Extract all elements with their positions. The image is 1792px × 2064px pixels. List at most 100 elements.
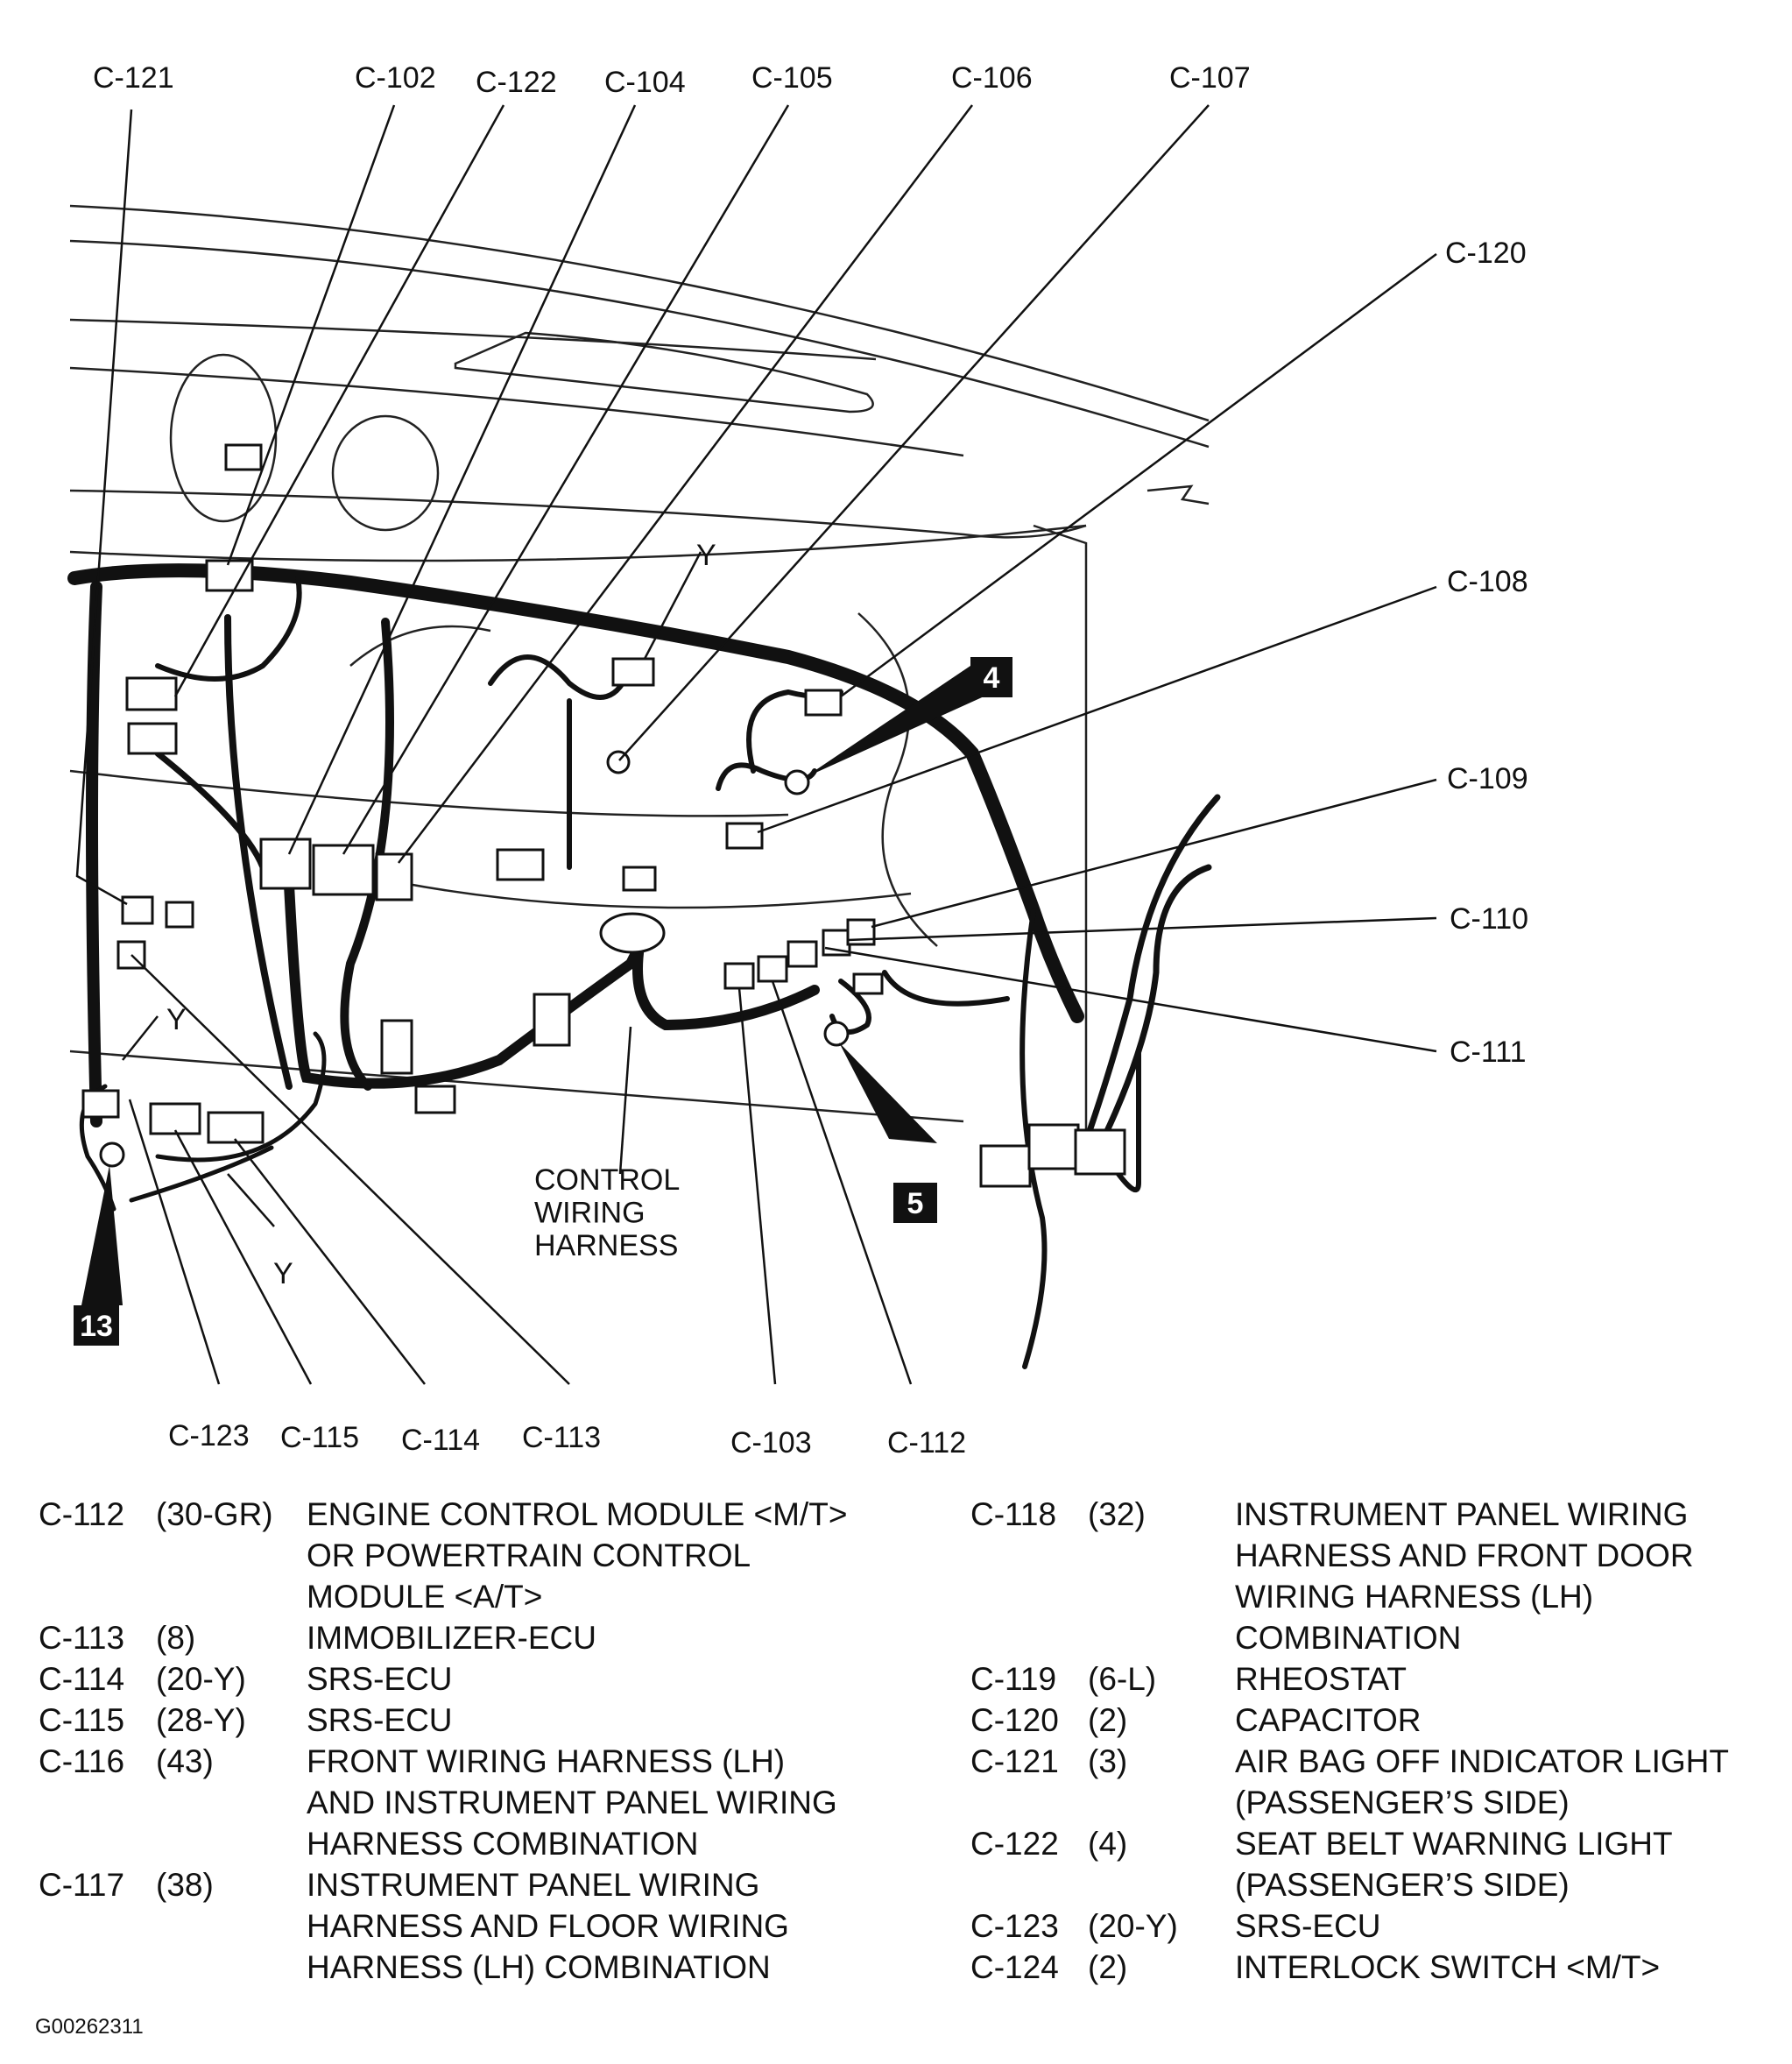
- connector-c-123: [81, 1089, 120, 1119]
- connector-c-118: [1074, 1128, 1126, 1176]
- ground-badge-4: [970, 657, 1012, 697]
- ground-badge-4-label: 4: [984, 661, 1000, 695]
- legend-pin-count: (20-Y): [1088, 1908, 1178, 1944]
- callout-c-114: C-114: [401, 1424, 480, 1457]
- legend-row: C-122 (4) SEAT BELT WARNING LIGHT (PASSENG…: [970, 1823, 1776, 1905]
- connector-c-103: [723, 962, 755, 990]
- legend-row: C-115 (28-Y) SRS-ECU: [39, 1700, 906, 1741]
- connector-c-102: [205, 559, 254, 592]
- ground-bolt-13: [99, 1142, 125, 1168]
- legend-connector-code: C-117: [39, 1867, 125, 1903]
- connector-body-8: [414, 1085, 456, 1114]
- callout-c-113: C-113: [522, 1421, 601, 1454]
- legend-connector-code: C-114: [39, 1661, 125, 1697]
- callout-c-120: C-120: [1445, 237, 1527, 270]
- legend-row: C-119(6-L)RHEOSTAT: [970, 1658, 1776, 1700]
- connector-c-117: [1027, 1123, 1080, 1170]
- legend-row: C-121 (3) AIR BAG OFF INDICATOR LIGHT (PAS…: [970, 1741, 1776, 1823]
- callout-c-123: C-123: [168, 1419, 250, 1453]
- figure-id: G00262311: [35, 2015, 144, 2039]
- pointer-13: [81, 1165, 123, 1305]
- callout-c-104: C-104: [604, 66, 686, 99]
- legend-row: C-120 (2) CAPACITOR: [970, 1700, 1776, 1741]
- callout-c-108: C-108: [1447, 565, 1528, 598]
- legend-pin-count: (6-L): [1088, 1661, 1157, 1697]
- legend-row: C-114(20-Y)SRS-ECU: [39, 1658, 906, 1700]
- legend-row: C-112(30-GR)ENGINE CONTROL MODULE <M/T> …: [39, 1494, 906, 1617]
- callout-c-122: C-122: [476, 66, 557, 99]
- callout-c-105: C-105: [751, 61, 833, 95]
- callout-labels: C-121 C-102 C-122 C-104 C-105 C-106 C-10…: [93, 61, 1528, 1460]
- ground-pointers: [81, 666, 990, 1305]
- legend-description: SRS-ECU: [1235, 1908, 1381, 1944]
- legend-row: C-123 (20-Y) SRS-ECU: [970, 1905, 1776, 1947]
- connector-c-112: [757, 955, 788, 983]
- legend-connector-code: C-120: [970, 1702, 1059, 1738]
- connector-body-3: [622, 866, 657, 892]
- legend-connector-code: C-116: [39, 1743, 125, 1779]
- legend-connector-code: C-115: [39, 1702, 125, 1738]
- grommet: [599, 912, 666, 954]
- connector-body-9: [852, 972, 884, 995]
- connector-body-4: [121, 895, 154, 925]
- legend-description: SRS-ECU: [307, 1702, 453, 1738]
- legend-pin-count: (43): [156, 1743, 214, 1779]
- legend-pin-count: (2): [1088, 1702, 1128, 1738]
- legend-pin-count: (3): [1088, 1743, 1128, 1779]
- connector-c-111: [787, 940, 818, 968]
- connector-legend-left: C-112(30-GR)ENGINE CONTROL MODULE <M/T> …: [39, 1494, 906, 1988]
- callout-c-115: C-115: [280, 1421, 359, 1454]
- legend-description: INSTRUMENT PANEL WIRING HARNESS AND FRON…: [1235, 1496, 1694, 1656]
- connector-body-2: [496, 848, 545, 881]
- connector-body-1: [127, 722, 178, 755]
- legend-pin-count: (2): [1088, 1949, 1128, 1985]
- connector-body-7: [380, 1019, 413, 1075]
- callout-c-103: C-103: [730, 1426, 812, 1460]
- connector-c-122: [125, 676, 178, 711]
- legend-description: INSTRUMENT PANEL WIRING HARNESS AND FLOO…: [307, 1867, 789, 1985]
- legend-description: AIR BAG OFF INDICATOR LIGHT (PASSENGER’S…: [1235, 1743, 1729, 1820]
- legend-connector-code: C-118: [970, 1496, 1057, 1532]
- legend-connector-code: C-123: [970, 1908, 1059, 1944]
- ground-bolt-5: [823, 1021, 850, 1047]
- callout-c-106: C-106: [951, 61, 1033, 95]
- legend-description: CAPACITOR: [1235, 1702, 1422, 1738]
- legend-connector-code: C-122: [970, 1826, 1059, 1862]
- legend-row: C-116(43)FRONT WIRING HARNESS (LH) AND I…: [39, 1741, 906, 1864]
- legend-connector-code: C-113: [39, 1620, 125, 1656]
- ground-badge-13: [74, 1305, 119, 1346]
- legend-pin-count: (4): [1088, 1826, 1128, 1862]
- legend-connector-code: C-124: [970, 1949, 1059, 1985]
- legend-description: INTERLOCK SWITCH <M/T>: [1235, 1949, 1661, 1985]
- pointer-5: [839, 1043, 937, 1143]
- connector-c-104: [259, 838, 312, 890]
- connector-c-115: [149, 1102, 201, 1135]
- dashboard-outline: [69, 204, 1210, 1165]
- legend-pin-count: (32): [1088, 1496, 1146, 1532]
- legend-row: C-113 (8) IMMOBILIZER-ECU: [39, 1617, 906, 1658]
- connector-c-120: [804, 689, 843, 717]
- ground-badge-5-label: 5: [907, 1187, 924, 1220]
- control-wiring-harness: [67, 563, 1221, 1369]
- legend-pin-count: (8): [156, 1620, 196, 1656]
- connector-c-121: [224, 443, 263, 471]
- wiring-diagram: 4 5 13 C-121 C-102 C-122 C-104 C-105 C-1…: [67, 61, 1528, 1460]
- legend-connector-code: C-121: [970, 1743, 1059, 1779]
- legend-description: SEAT BELT WARNING LIGHT (PASSENGER’S SID…: [1235, 1826, 1673, 1903]
- legend-pin-count: (28-Y): [156, 1702, 246, 1738]
- connector-y-marked: [611, 657, 655, 687]
- legend-description: IMMOBILIZER-ECU: [307, 1620, 596, 1656]
- connector-c-108: [725, 822, 764, 850]
- callout-c-121: C-121: [93, 61, 174, 95]
- callout-c-107: C-107: [1169, 61, 1251, 95]
- wire-color-mark-y-1: Y: [696, 539, 716, 572]
- connector-c-114: [207, 1111, 265, 1144]
- legend-row: C-117(38)INSTRUMENT PANEL WIRING HARNESS…: [39, 1864, 906, 1988]
- wire-color-mark-y-3: Y: [273, 1257, 293, 1290]
- connector-c-106: [375, 852, 413, 901]
- wire-color-mark-y-2: Y: [166, 1003, 187, 1036]
- legend-connector-code: C-119: [970, 1661, 1057, 1697]
- ground-badge-13-label: 13: [80, 1310, 113, 1343]
- connector-body-5: [165, 901, 194, 929]
